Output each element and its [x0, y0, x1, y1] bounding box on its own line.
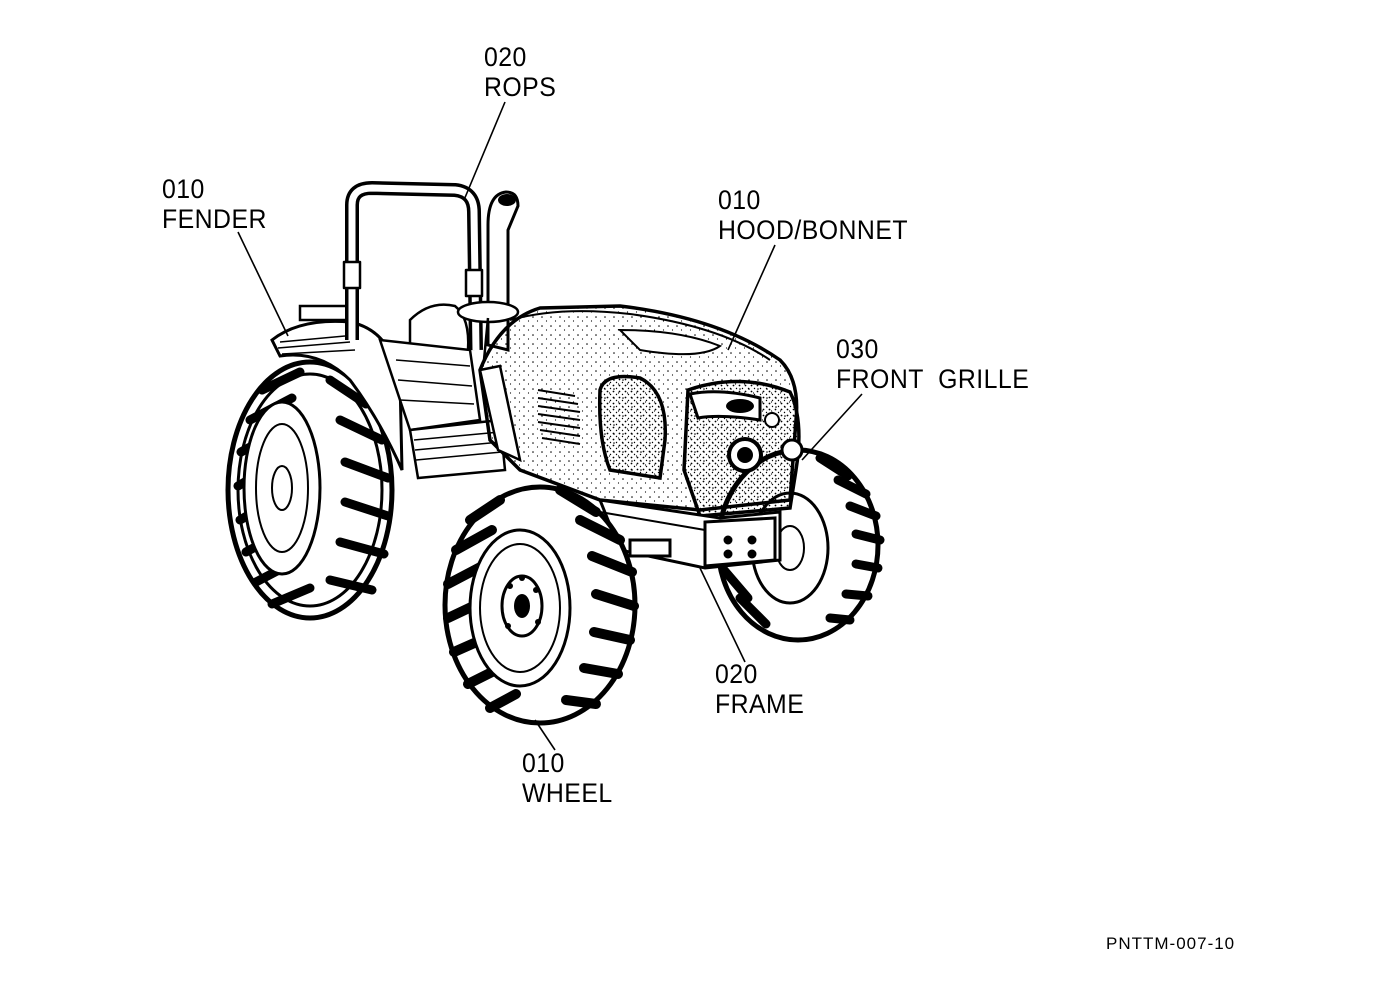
front-left-tire: [442, 484, 639, 726]
callout-grille-code: 030: [836, 334, 879, 364]
callout-grille: 030 FRONT GRILLE: [836, 334, 1029, 394]
callout-fender-name: FENDER: [162, 204, 267, 234]
callout-fender: 010 FENDER: [162, 174, 267, 234]
callout-rops-code: 020: [484, 42, 527, 72]
leader-frame: [699, 567, 746, 663]
callout-hood: 010 HOOD/BONNET: [718, 185, 908, 245]
callout-grille-name: FRONT GRILLE: [836, 364, 1030, 394]
leader-rops: [463, 101, 506, 201]
callout-wheel-code: 010: [522, 748, 565, 778]
leader-fender: [237, 231, 289, 337]
callout-wheel-name: WHEEL: [522, 778, 613, 808]
side-vent: [537, 389, 581, 445]
callout-wheel: 010 WHEEL: [522, 748, 613, 808]
callout-rops: 020 ROPS: [484, 42, 556, 102]
fender: [270, 304, 404, 471]
callout-fender-code: 010: [162, 174, 205, 204]
callout-frame-code: 020: [715, 659, 758, 689]
drawing-code: PNTTM-007-10: [1106, 934, 1236, 953]
operator-station: [378, 300, 520, 432]
step-platform: [408, 418, 507, 480]
callout-frame-name: FRAME: [715, 689, 805, 719]
callout-hood-name: HOOD/BONNET: [718, 215, 908, 245]
leader-lines: [237, 101, 863, 751]
frame: [597, 498, 782, 570]
rear-tire: [225, 359, 395, 621]
callout-rops-name: ROPS: [484, 72, 557, 102]
callout-hood-code: 010: [718, 185, 761, 215]
front-grille: [682, 379, 804, 518]
rops-frame: [342, 181, 484, 351]
callout-frame: 020 FRAME: [715, 659, 804, 719]
leader-wheel: [534, 719, 556, 751]
leader-hood: [727, 244, 776, 351]
leader-grille: [801, 393, 863, 461]
